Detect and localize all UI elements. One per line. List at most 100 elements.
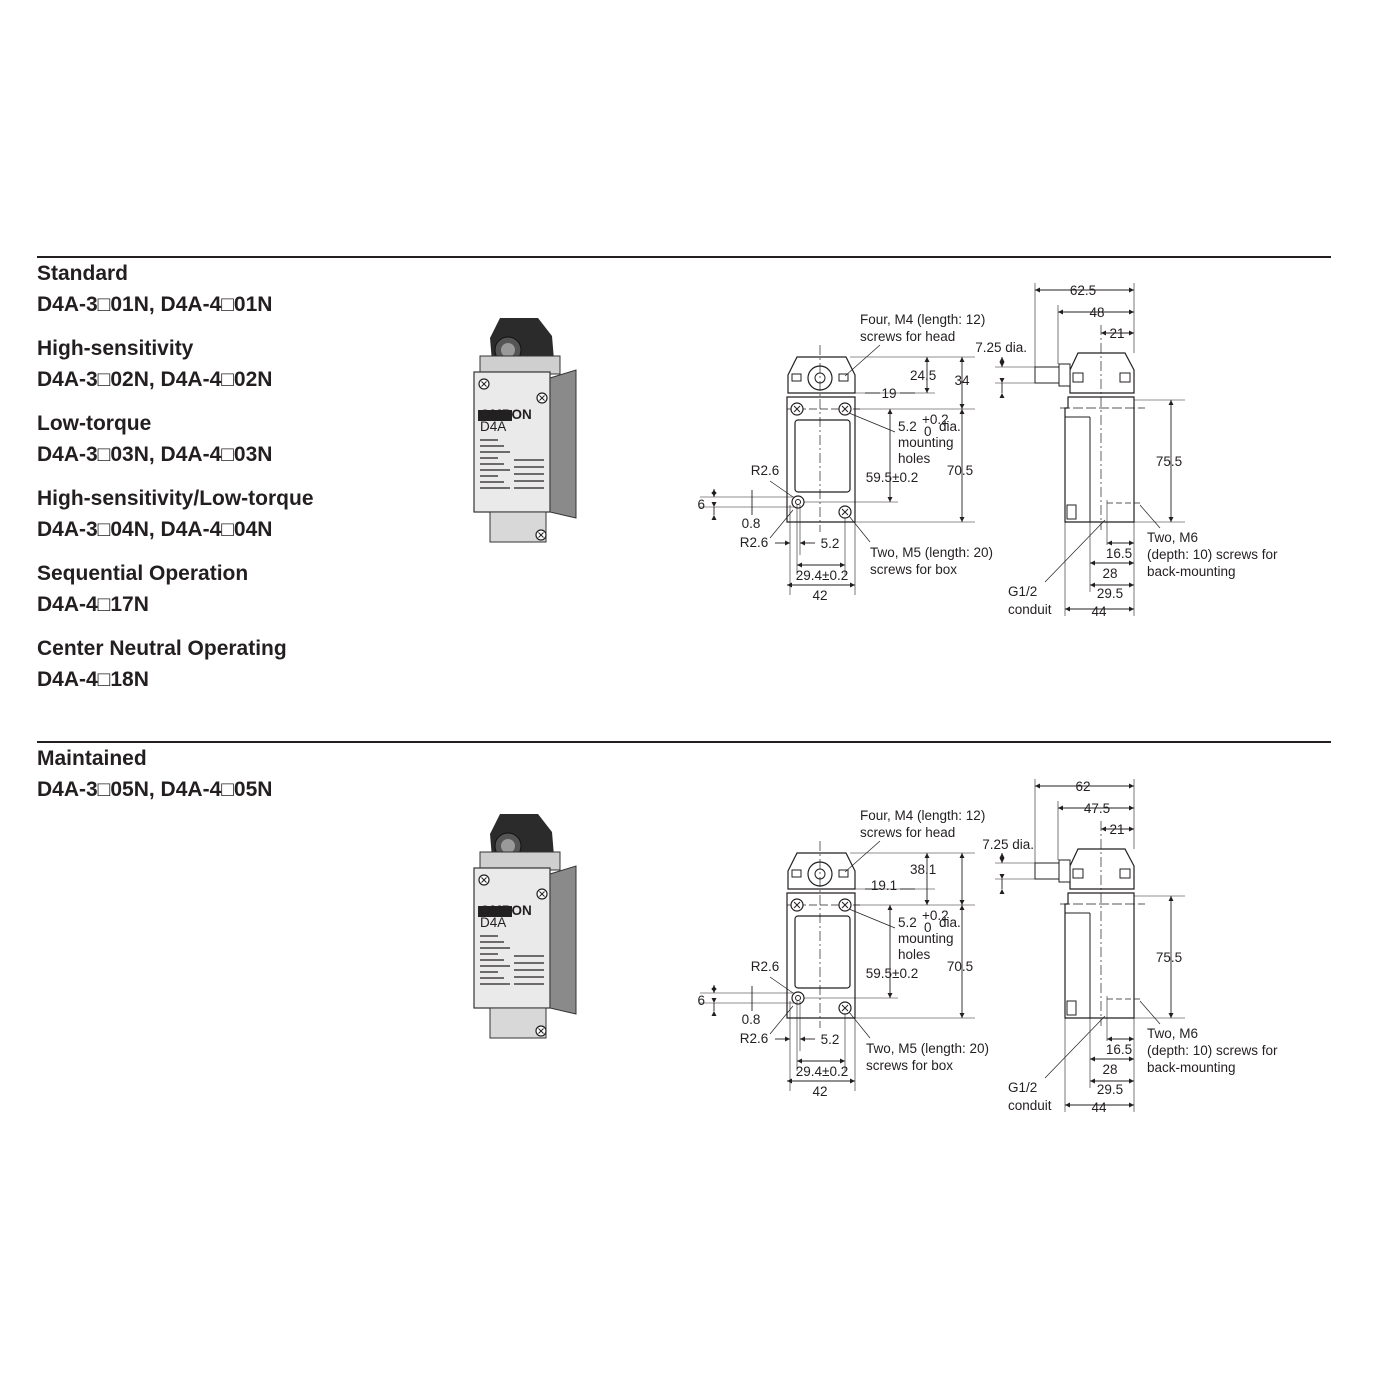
mounting-hole-icon xyxy=(795,995,801,1001)
line xyxy=(539,395,545,401)
dimension-label: 70.5 xyxy=(947,959,973,974)
variant-name: Center Neutral Operating xyxy=(37,637,287,660)
leader-line xyxy=(848,515,871,543)
line xyxy=(538,532,544,538)
leader-line xyxy=(848,908,896,929)
variant-models: D4A-4□18N xyxy=(37,668,149,691)
brand-label-bg xyxy=(478,906,512,917)
dimension-label: 62 xyxy=(1075,779,1090,794)
dimension-label: +0.2 xyxy=(922,412,949,427)
line xyxy=(841,508,849,516)
body-outline xyxy=(1064,892,1135,1019)
line xyxy=(841,901,849,909)
arrowhead xyxy=(711,502,717,507)
leader-line xyxy=(844,344,881,377)
actuator-shaft-end xyxy=(501,839,515,853)
dimension-label: +0.2 xyxy=(922,908,949,923)
line xyxy=(539,891,545,897)
arrowhead xyxy=(959,409,965,414)
dimension-label: G1/2 xyxy=(1008,584,1037,599)
arrowhead xyxy=(999,378,1005,383)
variant-models: D4A-3□03N, D4A-4□03N xyxy=(37,443,273,466)
arrowhead xyxy=(711,988,717,993)
arrowhead xyxy=(887,409,893,414)
dimension-label: (depth: 10) screws for xyxy=(1147,547,1278,562)
head-screw-icon xyxy=(838,373,849,382)
arrowhead xyxy=(787,582,792,588)
dimension-label: 48 xyxy=(1089,305,1104,320)
arrowhead xyxy=(711,492,717,497)
dimension-label: holes xyxy=(898,947,931,962)
arrowhead xyxy=(999,393,1005,398)
dimension-label: (depth: 10) screws for xyxy=(1147,1043,1278,1058)
arrowhead xyxy=(959,1013,965,1018)
dimension-label: 29.4±0.2 xyxy=(796,568,848,583)
dimension-label: conduit xyxy=(1008,1098,1052,1113)
arrowhead xyxy=(711,515,717,520)
dimension-label: 75.5 xyxy=(1156,454,1182,469)
arrowhead xyxy=(1129,606,1134,612)
arrowhead xyxy=(887,905,893,910)
arrowhead xyxy=(840,562,845,568)
arrowhead xyxy=(797,1058,802,1064)
arrowhead xyxy=(959,853,965,858)
shaft-collar xyxy=(1058,859,1071,883)
arrowhead xyxy=(1107,540,1112,546)
arrowhead xyxy=(1090,1056,1095,1062)
dimension-label: Four, M4 (length: 12) xyxy=(860,312,985,327)
section-divider xyxy=(37,256,1331,258)
leader-line xyxy=(1044,1015,1106,1079)
arrowhead xyxy=(1058,805,1063,811)
dimension-label: mounting xyxy=(898,931,954,946)
model-label: D4A xyxy=(480,419,506,434)
line xyxy=(793,901,801,909)
dimension-label: back-mounting xyxy=(1147,1060,1236,1075)
dimension-label: 6 xyxy=(697,497,705,512)
dimension-label: 0 xyxy=(924,424,932,439)
dimension-label: Two, M6 xyxy=(1147,530,1198,545)
arrowhead xyxy=(711,1011,717,1016)
arrowhead xyxy=(1090,1078,1095,1084)
arrowhead xyxy=(711,998,717,1003)
arrowhead xyxy=(924,357,930,362)
model-label: D4A xyxy=(480,915,506,930)
variant-name: Maintained xyxy=(37,747,147,770)
dimension-label: 0 xyxy=(924,920,932,935)
dimension-label: 70.5 xyxy=(947,463,973,478)
body-outline xyxy=(1064,396,1135,523)
arrowhead xyxy=(1129,309,1134,315)
arrowhead xyxy=(787,1078,792,1084)
leader-line xyxy=(848,1011,871,1039)
dimension-label: 7.25 dia. xyxy=(975,340,1027,355)
arrowhead xyxy=(785,1036,790,1042)
leader-line xyxy=(848,412,896,433)
leader-line xyxy=(1044,519,1106,583)
dimension-label: 44 xyxy=(1091,604,1107,619)
arrowhead xyxy=(959,517,965,522)
variant-name: Sequential Operation xyxy=(37,562,249,585)
line xyxy=(481,381,487,387)
dimension-label: 5.2 xyxy=(821,1032,840,1047)
dimension-label: 19 xyxy=(881,386,896,401)
head-screw-icon xyxy=(1072,868,1084,879)
arrowhead xyxy=(1129,1056,1134,1062)
arrowhead xyxy=(1065,1102,1070,1108)
dimension-label: holes xyxy=(898,451,931,466)
dimension-label: 28 xyxy=(1102,566,1117,581)
line xyxy=(538,1028,544,1034)
arrowhead xyxy=(1129,540,1134,546)
arrowhead xyxy=(1107,1036,1112,1042)
arrowhead xyxy=(887,497,893,502)
dimension-label: 42 xyxy=(812,1084,827,1099)
head-screw-icon xyxy=(791,373,802,382)
dimension-label: conduit xyxy=(1008,602,1052,617)
arrowhead xyxy=(1129,560,1134,566)
arrowhead xyxy=(1129,1102,1134,1108)
dimension-label: 28 xyxy=(1102,1062,1117,1077)
dimension-label: G1/2 xyxy=(1008,1080,1037,1095)
